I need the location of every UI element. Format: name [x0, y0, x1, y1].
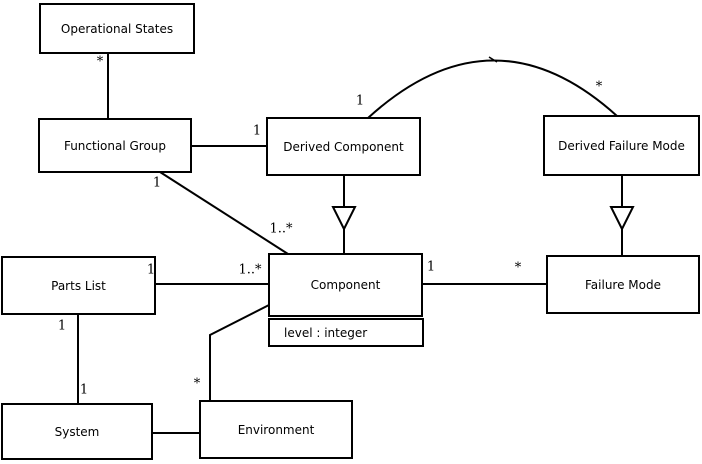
- multiplicity-system-end: 1: [79, 382, 89, 398]
- class-derived-failure-mode: Derived Failure Mode: [543, 115, 700, 176]
- class-name-label: Functional Group: [63, 138, 167, 153]
- class-derived-component: Derived Component: [266, 117, 421, 176]
- multiplicity-opstates-end: *: [96, 54, 104, 70]
- multiplicity-component-left-end: 1..*: [238, 262, 262, 278]
- class-failure-mode: Failure Mode: [546, 255, 700, 314]
- multiplicity-component-right-end: 1: [426, 259, 436, 275]
- association-funcgroup-component: [159, 171, 289, 255]
- class-name-label: Parts List: [51, 278, 106, 293]
- class-environment: Environment: [199, 400, 353, 459]
- class-name-label: Failure Mode: [585, 277, 661, 292]
- generalization-triangle-icon: [331, 206, 357, 232]
- multiplicity-derivedcomp-end: 1: [252, 123, 262, 139]
- attribute-label: level : integer: [284, 325, 368, 340]
- arc-midpoint-tick: [488, 56, 498, 63]
- multiplicity-derivedfm-arc-end: *: [595, 79, 603, 95]
- association-environment-component: [209, 304, 270, 401]
- association-derivedcomp-derivedfm-arc: [367, 59, 618, 119]
- class-name-label: Operational States: [60, 21, 174, 36]
- class-operational-states: Operational States: [39, 3, 195, 54]
- generalization-triangle-icon: [609, 206, 635, 232]
- class-name-label: Derived Component: [283, 139, 404, 154]
- class-functional-group: Functional Group: [38, 118, 192, 173]
- multiplicity-partslist-end: 1: [146, 262, 156, 278]
- class-name-label: Derived Failure Mode: [558, 138, 685, 153]
- class-name-label: Environment: [237, 422, 315, 437]
- class-system: System: [1, 403, 153, 460]
- multiplicity-derivedcomp-arc-end: 1: [355, 93, 365, 109]
- class-name-label: Component: [310, 278, 381, 292]
- multiplicity-partslist-bottom-end: 1: [57, 318, 67, 334]
- multiplicity-funcgroup-end: 1: [152, 175, 162, 191]
- multiplicity-environment-end: *: [193, 376, 201, 392]
- class-parts-list: Parts List: [1, 256, 156, 315]
- class-component-attributes: level : integer: [268, 318, 424, 347]
- class-component: Component: [268, 253, 423, 317]
- class-name-label: System: [54, 424, 100, 439]
- multiplicity-failuremode-end: *: [514, 260, 522, 276]
- multiplicity-component-end: 1..*: [269, 221, 293, 237]
